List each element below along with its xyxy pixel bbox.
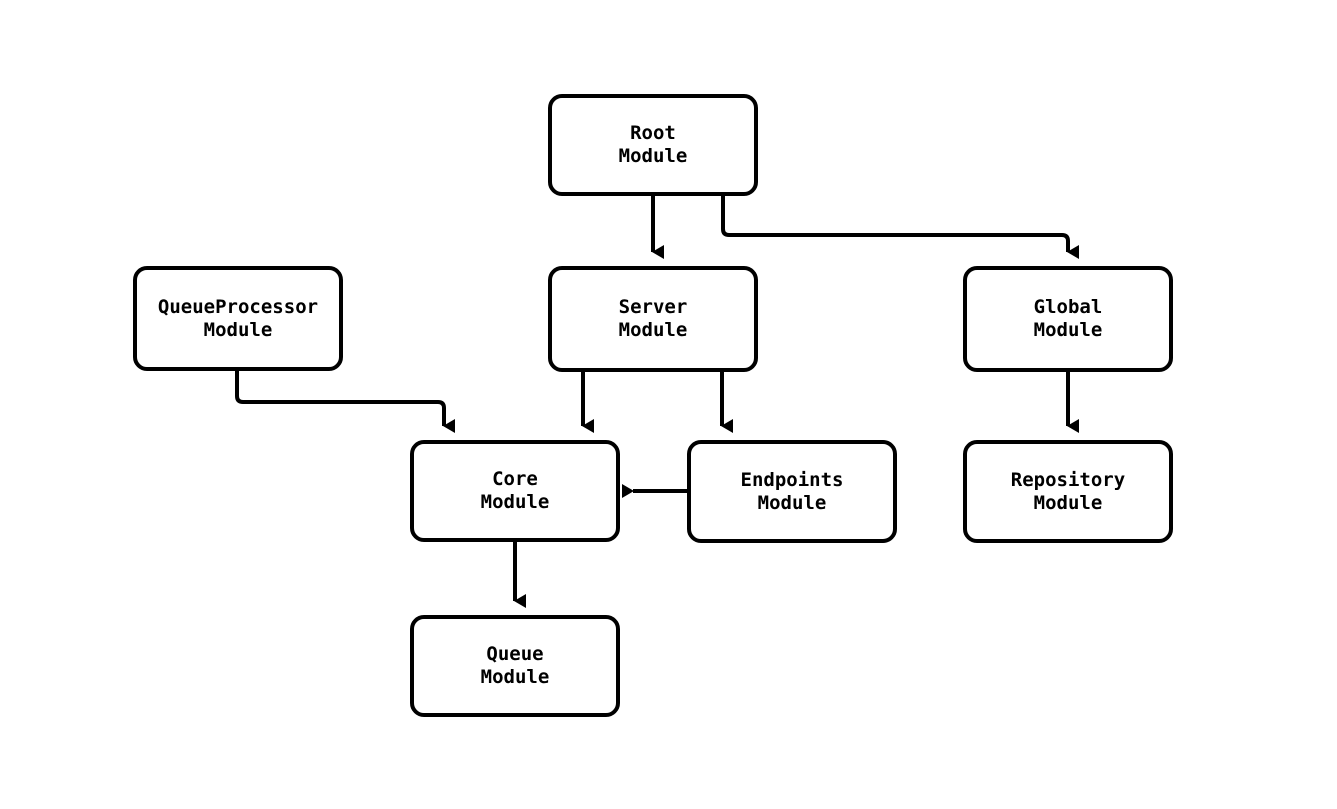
node-server-module[interactable]: Server Module — [548, 266, 758, 372]
node-server-module-line2: Module — [618, 319, 688, 341]
node-repository-module[interactable]: Repository Module — [963, 440, 1173, 543]
node-core-module-line2: Module — [480, 491, 550, 513]
node-global-module-line1: Global — [1033, 296, 1103, 318]
node-repository-module-line2: Module — [1033, 491, 1103, 514]
node-global-module-line2: Module — [1033, 319, 1103, 341]
node-server-module-line1: Server — [618, 296, 688, 318]
edge-root-to-global — [721, 196, 1079, 259]
node-endpoints-module-line2: Module — [757, 491, 827, 514]
node-root-module[interactable]: Root Module — [548, 94, 758, 196]
node-queueprocessor-module-line1: QueueProcessor — [157, 295, 319, 318]
node-repository-module-line1: Repository — [1010, 468, 1126, 491]
edge-queueprocessor-to-core — [235, 371, 455, 433]
node-endpoints-module-line1: Endpoints — [740, 468, 844, 491]
node-queueprocessor-module[interactable]: QueueProcessor Module — [133, 266, 343, 371]
node-endpoints-module[interactable]: Endpoints Module — [687, 440, 897, 543]
node-root-module-line2: Module — [618, 145, 688, 167]
node-global-module[interactable]: Global Module — [963, 266, 1173, 372]
node-queue-module-line1: Queue — [486, 643, 544, 665]
node-queueprocessor-module-line2: Module — [203, 318, 273, 341]
node-core-module-line1: Core — [492, 468, 538, 490]
node-root-module-line1: Root — [630, 122, 676, 144]
node-queue-module-line2: Module — [480, 666, 550, 688]
node-core-module[interactable]: Core Module — [410, 440, 620, 542]
node-queue-module[interactable]: Queue Module — [410, 615, 620, 717]
